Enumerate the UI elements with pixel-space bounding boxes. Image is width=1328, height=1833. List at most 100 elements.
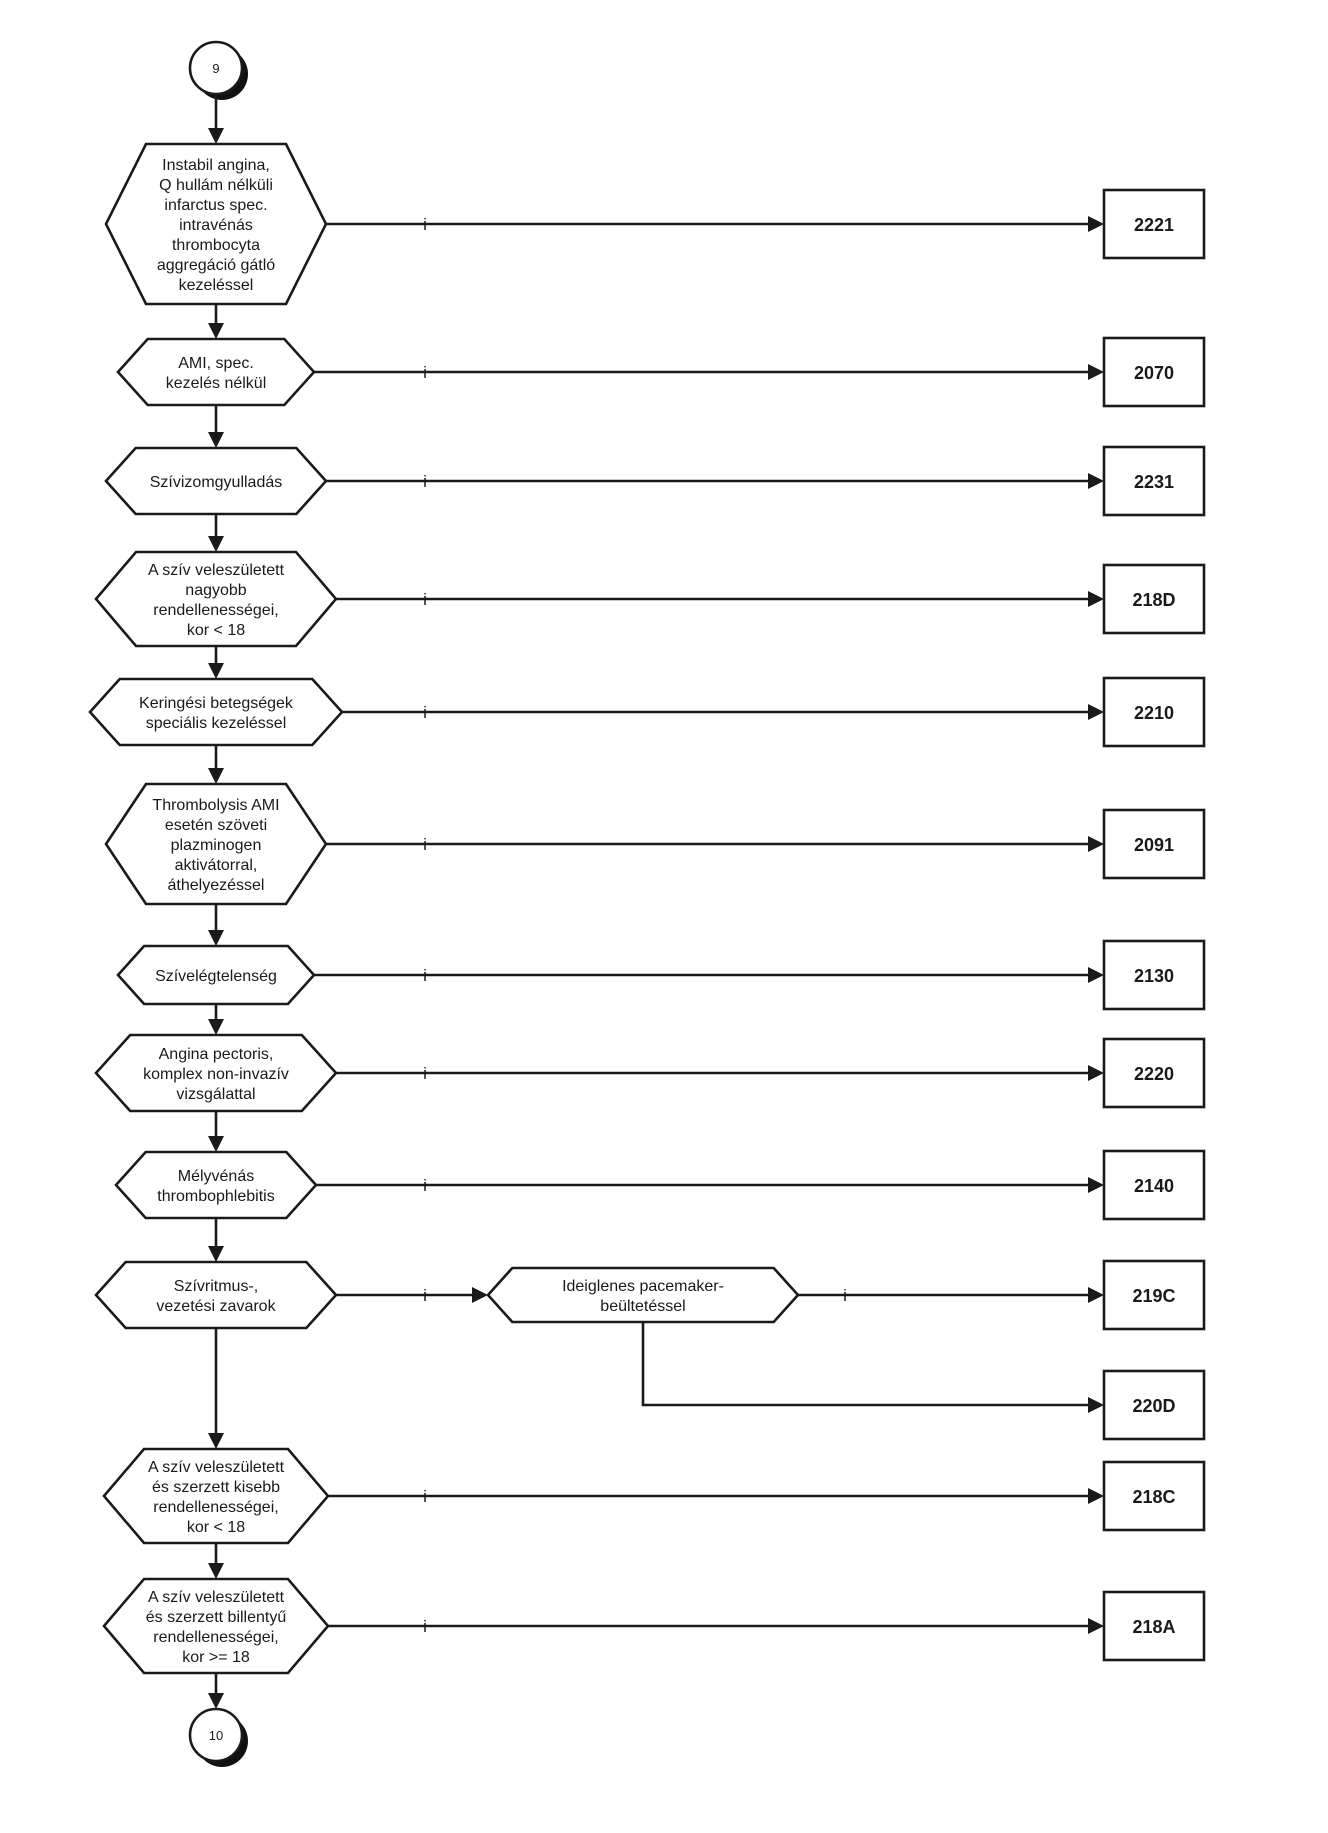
arrowhead (208, 536, 224, 552)
arrowhead (208, 432, 224, 448)
decision-11-text: rendellenességei, (153, 1499, 278, 1516)
code-box-219C-label: 219C (1132, 1286, 1175, 1306)
decision-12-text: kor >= 18 (182, 1649, 250, 1666)
arrowhead (472, 1287, 488, 1303)
code-box-2070-label: 2070 (1134, 363, 1174, 383)
decision-4-text: A szív veleszületett (148, 562, 285, 579)
code-box-218C (1102, 1460, 1206, 1532)
arrowhead (1088, 364, 1104, 380)
arrowhead (1088, 1488, 1104, 1504)
code-box-2231 (1102, 445, 1206, 517)
decision-4-text: kor < 18 (187, 622, 245, 639)
decision-12-text: és szerzett billentyű (146, 1609, 287, 1626)
yes-label: i (423, 1286, 427, 1305)
arrowhead (1088, 1287, 1104, 1303)
sub-decision-text: beültetéssel (600, 1298, 685, 1315)
arrowhead (208, 323, 224, 339)
arrowhead (1088, 704, 1104, 720)
decision-9 (114, 1150, 318, 1220)
code-box-218C-label: 218C (1132, 1487, 1175, 1507)
arrowhead (208, 1019, 224, 1035)
arrowhead (208, 1433, 224, 1449)
code-box-2221 (1102, 188, 1206, 260)
decision-1-text: Q hullám nélküli (159, 177, 273, 194)
sub-decision-text: Ideiglenes pacemaker- (562, 1278, 724, 1295)
arrowhead (1088, 1177, 1104, 1193)
decision-1-text: aggregáció gátló (157, 257, 275, 274)
decision-1-text: kezeléssel (179, 277, 254, 294)
decision-5 (88, 677, 344, 747)
decision-6-text: aktivátorral, (175, 857, 258, 874)
code-box-2130 (1102, 939, 1206, 1011)
arrowhead (1088, 1397, 1104, 1413)
yes-label: i (843, 1286, 847, 1305)
arrowhead (208, 1693, 224, 1709)
yes-label: i (423, 363, 427, 382)
yes-label: i (423, 966, 427, 985)
code-box-2210 (1102, 676, 1206, 748)
code-box-218A-label: 218A (1132, 1617, 1175, 1637)
decision-8-text: vizsgálattal (176, 1086, 255, 1103)
decision-7-text: Szívelégtelenség (155, 968, 277, 985)
decision-12-text: A szív veleszületett (148, 1589, 285, 1606)
end-connector-label: 10 (209, 1728, 223, 1743)
decision-6-text: esetén szöveti (165, 817, 267, 834)
yes-label: i (423, 472, 427, 491)
yes-label: i (423, 1064, 427, 1083)
decision-10 (94, 1260, 338, 1330)
yes-label: i (423, 1487, 427, 1506)
arrowhead (1088, 1065, 1104, 1081)
decision-1-text: thrombocyta (172, 237, 260, 254)
sub-no-arrow (641, 1322, 1090, 1407)
arrowhead (1088, 591, 1104, 607)
end-connector (188, 1707, 244, 1763)
arrowhead (1088, 473, 1104, 489)
arrowhead (208, 1136, 224, 1152)
decision-1-text: Instabil angina, (162, 157, 270, 174)
yes-label: i (423, 1176, 427, 1195)
arrowhead (1088, 216, 1104, 232)
code-box-2140 (1102, 1149, 1206, 1221)
decision-10-text: vezetési zavarok (156, 1298, 276, 1315)
yes-label: i (423, 703, 427, 722)
decision-12-text: rendellenességei, (153, 1629, 278, 1646)
decision-8-text: komplex non-invazív (143, 1066, 289, 1083)
decision-1-text: infarctus spec. (164, 197, 267, 214)
code-box-218A (1102, 1590, 1206, 1662)
arrowhead (208, 1563, 224, 1579)
decision-4-text: rendellenességei, (153, 602, 278, 619)
arrowhead (208, 768, 224, 784)
code-box-2210-label: 2210 (1134, 703, 1174, 723)
code-box-2220 (1102, 1037, 1206, 1109)
decision-5-text: Keringési betegségek (139, 695, 294, 712)
decision-3-text: Szívizomgyulladás (150, 474, 283, 491)
code-box-2140-label: 2140 (1134, 1176, 1174, 1196)
decision-8-text: Angina pectoris, (159, 1046, 274, 1063)
decision-11-text: kor < 18 (187, 1519, 245, 1536)
code-box-2231-label: 2231 (1134, 472, 1174, 492)
decision-11-text: és szerzett kisebb (152, 1479, 280, 1496)
decision-6-text: Thrombolysis AMI (152, 797, 279, 814)
yes-label: i (423, 1617, 427, 1636)
arrowhead (1088, 1618, 1104, 1634)
arrowhead (1088, 967, 1104, 983)
decision-2-text: AMI, spec. (178, 355, 254, 372)
decision-2 (116, 337, 316, 407)
arrowhead (208, 1246, 224, 1262)
decision-9-text: Mélyvénás (178, 1168, 254, 1185)
code-box-2130-label: 2130 (1134, 966, 1174, 986)
yes-label: i (423, 835, 427, 854)
code-box-2221-label: 2221 (1134, 215, 1174, 235)
decision-1-text: intravénás (179, 217, 253, 234)
code-box-2091-label: 2091 (1134, 835, 1174, 855)
decision-5-text: speciális kezeléssel (146, 715, 287, 732)
yes-label: i (423, 215, 427, 234)
decision-10-text: Szívritmus-, (174, 1278, 258, 1295)
arrowhead (208, 128, 224, 144)
arrowhead (1088, 836, 1104, 852)
code-box-2220-label: 2220 (1134, 1064, 1174, 1084)
arrowhead (208, 663, 224, 679)
code-box-220D (1102, 1369, 1206, 1441)
code-box-218D-label: 218D (1132, 590, 1175, 610)
